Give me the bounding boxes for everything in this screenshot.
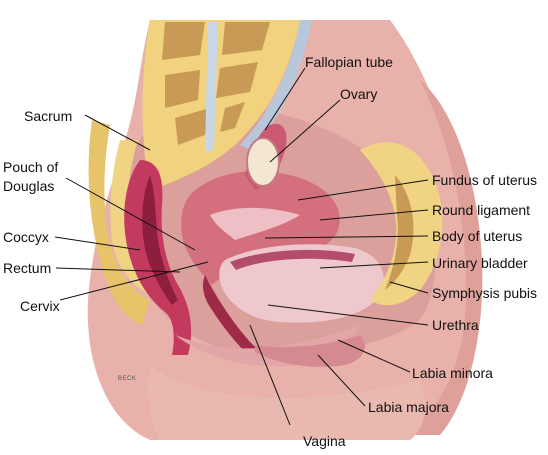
label-fundus-of-uterus: Fundus of uterus xyxy=(432,172,537,188)
label-ovary: Ovary xyxy=(340,86,377,102)
leader-rectum xyxy=(55,267,181,273)
leader-coccyx xyxy=(54,236,141,251)
label-urinary-bladder: Urinary bladder xyxy=(432,255,528,271)
labia xyxy=(255,335,365,367)
leader-round-ligament xyxy=(319,209,429,221)
thigh xyxy=(148,365,426,440)
leader-urethra xyxy=(267,304,429,326)
leader-symphysis-pubis xyxy=(389,281,429,294)
bladder xyxy=(219,244,384,323)
leader-cervix xyxy=(59,261,209,301)
label-body-of-uterus: Body of uterus xyxy=(432,228,522,244)
uterine-cavity xyxy=(210,207,300,240)
leader-urinary-bladder xyxy=(319,261,429,269)
label-urethra: Urethra xyxy=(432,317,479,333)
sacrum-outer xyxy=(88,120,150,325)
leader-labia-minora xyxy=(337,339,411,373)
ovary xyxy=(246,137,280,187)
label-sacrum: Sacrum xyxy=(24,108,72,124)
label-pouch-of: Pouch of xyxy=(3,159,58,175)
leader-labia-majora xyxy=(317,354,366,407)
label-coccyx: Coccyx xyxy=(3,229,49,245)
label-round-ligament: Round ligament xyxy=(432,202,530,218)
sacrum-bone xyxy=(110,140,158,295)
leader-sacrum xyxy=(84,114,151,151)
label-labia-minora: Labia minora xyxy=(412,365,493,381)
pubis-marrow xyxy=(385,175,414,290)
label-symphysis-pubis: Symphysis pubis xyxy=(432,285,537,301)
leader-fundus-of-uterus xyxy=(297,179,429,201)
label-vagina: Vagina xyxy=(303,433,346,449)
spine xyxy=(142,20,312,190)
leader-pouch-of-douglas xyxy=(65,177,196,251)
bladder-wall xyxy=(230,249,355,270)
leader-ovary xyxy=(269,99,341,163)
leader-vagina xyxy=(249,324,291,426)
labels: Fallopian tube Ovary Sacrum Pouch of Dou… xyxy=(3,54,537,449)
leader-fallopian-tube xyxy=(264,67,306,131)
label-rectum: Rectum xyxy=(3,260,51,276)
label-fallopian-tube: Fallopian tube xyxy=(305,54,393,70)
label-douglas: Douglas xyxy=(3,178,54,194)
leader-lines xyxy=(54,67,429,426)
label-cervix: Cervix xyxy=(20,298,60,314)
rectum-inner xyxy=(142,175,178,305)
artist-signature: BECK xyxy=(118,376,136,382)
label-labia-majora: Labia majora xyxy=(368,399,449,415)
leader-body-of-uterus xyxy=(264,235,429,239)
